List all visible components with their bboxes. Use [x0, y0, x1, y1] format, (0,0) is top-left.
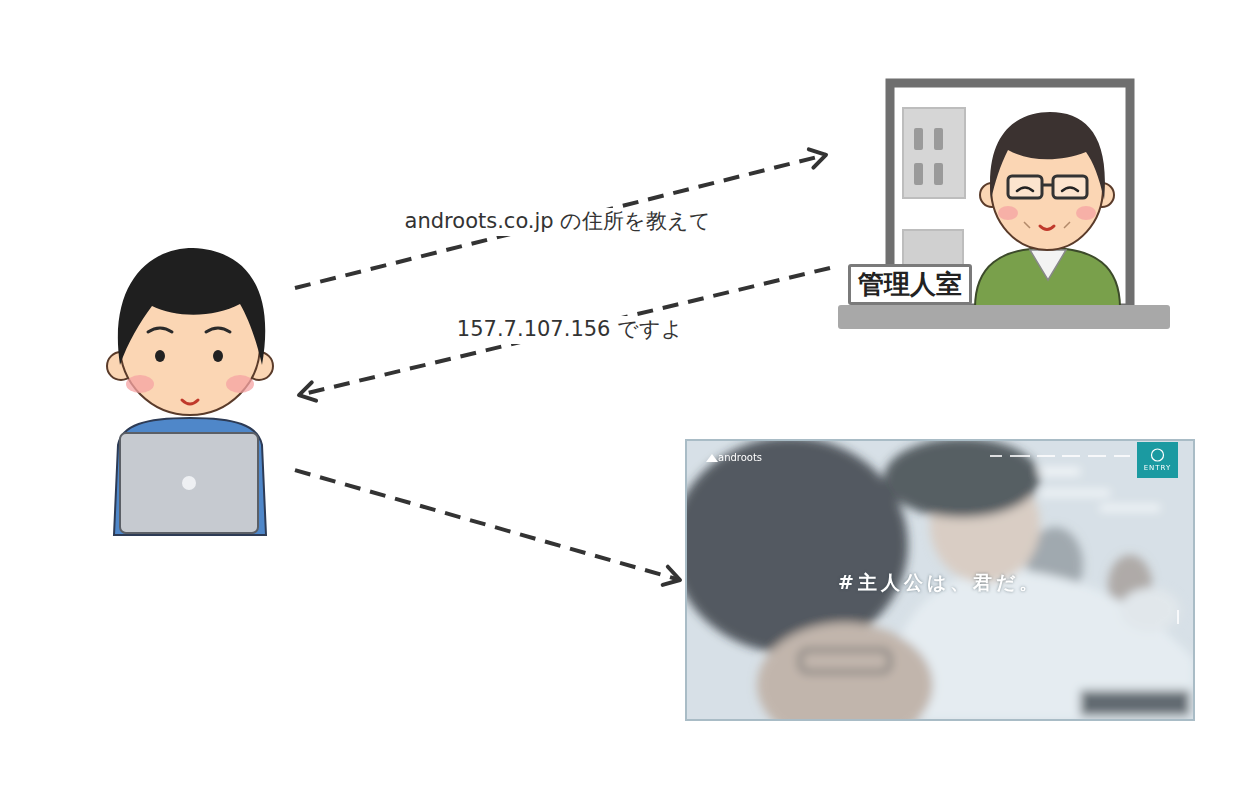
office-node: 管理人室: [832, 78, 1172, 334]
edge-label: 157.7.107.156 ですよ: [453, 316, 687, 343]
person-illustration: [107, 248, 273, 535]
arrow-line: [295, 155, 826, 288]
office-sign: 管理人室: [848, 264, 972, 305]
site-catchcopy: #主人公は、君だ。: [838, 571, 1042, 594]
website-screenshot-picture: [672, 437, 1194, 747]
person-node: [105, 240, 293, 540]
website-node: androotsENTRY #主人公は、君だ。: [686, 440, 1194, 720]
edge-label: androots.co.jp の住所を教えて: [401, 208, 716, 235]
dashed-arrow: [295, 470, 680, 585]
arrow-line: [299, 268, 830, 395]
dashed-arrow: [295, 149, 826, 288]
arrow-head: [299, 382, 316, 400]
arrow-line: [295, 470, 680, 580]
site-logo: androots: [718, 452, 762, 464]
arrow-head: [663, 567, 680, 585]
arrow-head: [809, 149, 826, 167]
entry-button: ENTRY: [1144, 464, 1172, 472]
dashed-arrow: [299, 268, 830, 401]
office-illustration: [838, 83, 1170, 329]
